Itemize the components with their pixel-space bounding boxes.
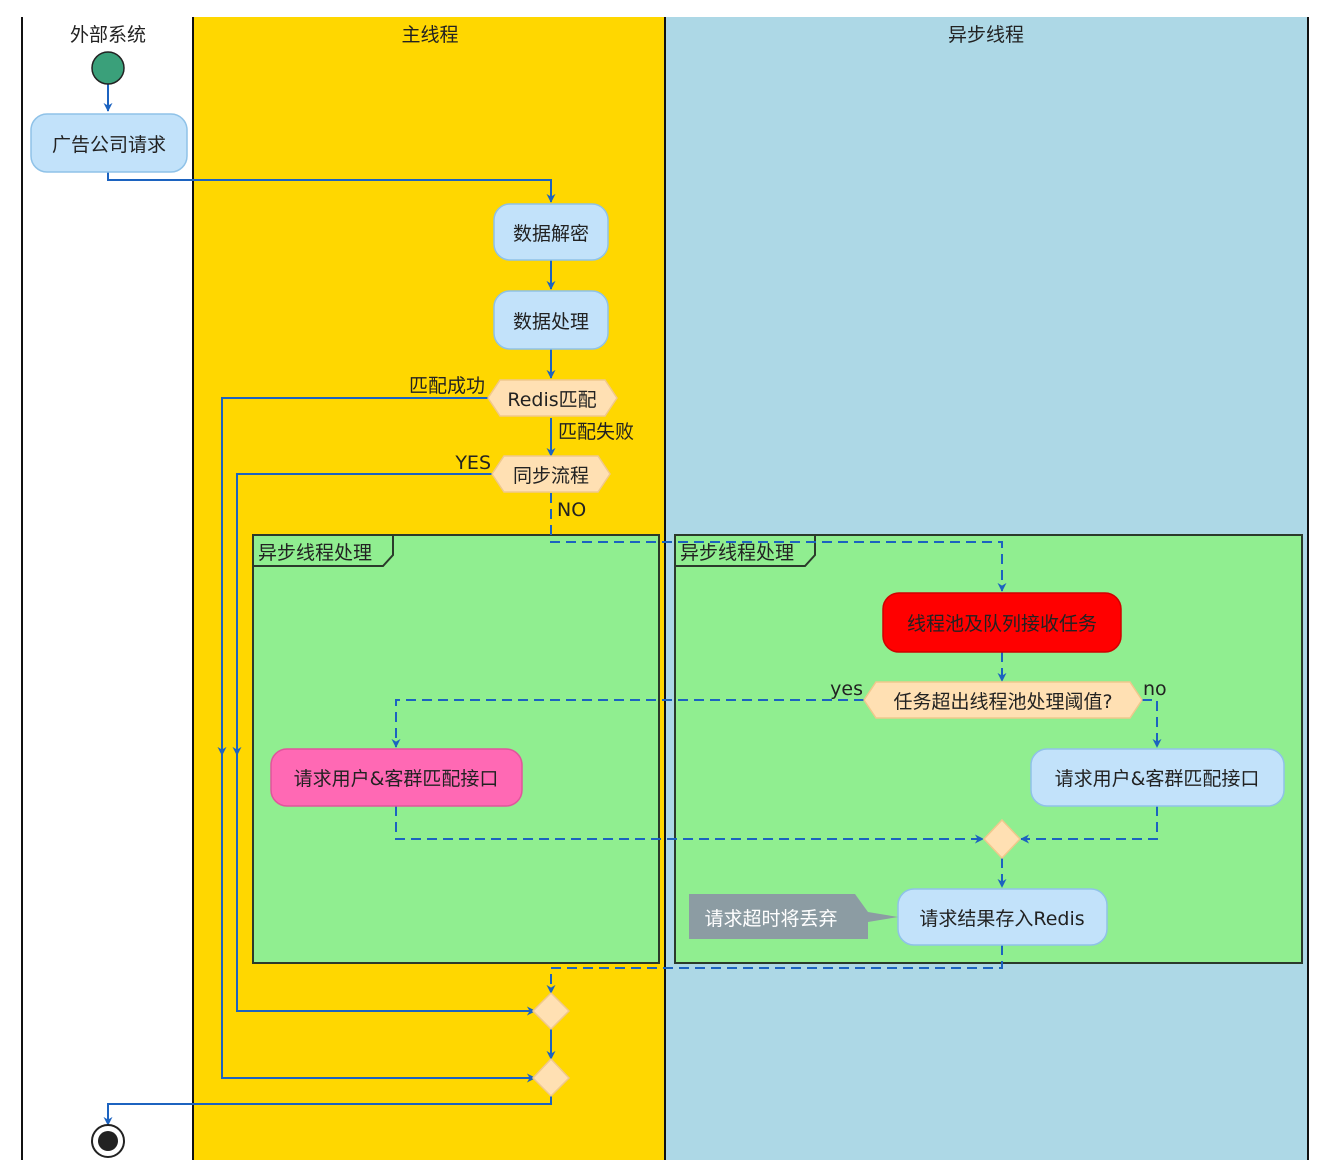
- merge-diamond: [531, 1057, 571, 1098]
- save-redis-node: 请求结果存入Redis: [897, 888, 1108, 946]
- node-label: 广告公司请求: [52, 134, 166, 156]
- end-node: [91, 1124, 125, 1158]
- timeout-note: 请求超时将丢弃: [689, 894, 898, 939]
- node-label: 线程池及队列接收任务: [907, 613, 1097, 635]
- lane-title-async: 异步线程: [948, 24, 1024, 46]
- edge-label-no: NO: [557, 499, 586, 521]
- frame-title: 异步线程处理: [258, 542, 372, 564]
- frame-title: 异步线程处理: [680, 542, 794, 564]
- edge-label-yes: YES: [454, 452, 491, 474]
- edge-label-yes-lower: yes: [830, 678, 863, 700]
- node-label: 数据处理: [513, 311, 589, 333]
- over-threshold-decision: 任务超出线程池处理阈值?: [863, 681, 1143, 719]
- solid-edges: [103, 84, 556, 1126]
- merge-diamond: [982, 818, 1022, 860]
- node-label: 数据解密: [513, 223, 589, 245]
- request-left-node: 请求用户&客群匹配接口: [270, 748, 523, 807]
- lane-title-main: 主线程: [401, 24, 458, 46]
- decision-label: 任务超出线程池处理阈值?: [893, 691, 1112, 713]
- decision-label: Redis匹配: [507, 389, 596, 411]
- note-label: 请求超时将丢弃: [704, 908, 837, 930]
- edge-label-match-success: 匹配成功: [409, 375, 485, 397]
- dashed-edges: [391, 493, 1162, 994]
- decrypt-node: 数据解密: [493, 203, 609, 261]
- thread-pool-node: 线程池及队列接收任务: [882, 592, 1122, 653]
- sync-flow-decision: 同步流程: [491, 455, 611, 493]
- start-node: [91, 51, 125, 85]
- lane-title-external: 外部系统: [70, 24, 146, 46]
- node-label: 请求用户&客群匹配接口: [294, 768, 499, 790]
- edge-label-no-lower: no: [1143, 678, 1167, 700]
- node-label: 请求结果存入Redis: [919, 908, 1084, 930]
- request-right-node: 请求用户&客群匹配接口: [1030, 748, 1285, 807]
- node-label: 请求用户&客群匹配接口: [1055, 768, 1260, 790]
- decision-label: 同步流程: [513, 465, 589, 487]
- merge-diamond: [531, 991, 571, 1031]
- edge-label-match-fail: 匹配失败: [558, 421, 634, 443]
- redis-match-decision: Redis匹配: [487, 379, 618, 417]
- process-node: 数据处理: [493, 290, 609, 350]
- ad-request-node: 广告公司请求: [30, 113, 188, 173]
